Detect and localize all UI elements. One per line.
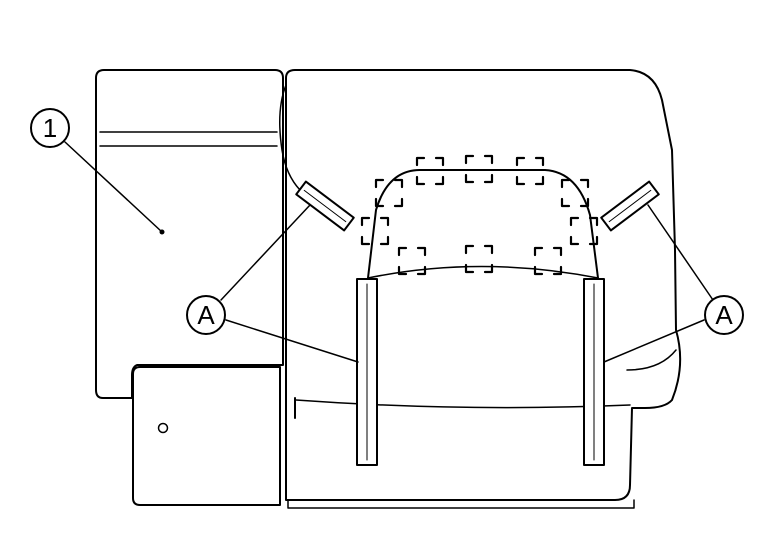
hidden-clip-marker <box>464 154 494 184</box>
hidden-clip-marker <box>560 178 590 208</box>
leader-line-a-left-upper <box>220 204 311 301</box>
left-panel-outline <box>95 69 284 399</box>
seat-cushion-outline <box>285 69 682 501</box>
leader-line-part-1 <box>64 141 163 233</box>
clip-strip-diagonal-left <box>295 180 355 232</box>
base-screw-hole <box>157 422 169 434</box>
cushion-bottom-trim <box>287 499 635 509</box>
clip-strip-diagonal-right <box>600 180 660 232</box>
callout-label-part-1: 1 <box>43 113 57 143</box>
callout-circle-a-right <box>704 295 744 335</box>
hidden-clip-marker <box>533 246 563 276</box>
leader-line-a-right-lower <box>603 319 705 363</box>
hidden-clip-markers <box>360 154 599 276</box>
hidden-clip-marker <box>415 156 445 186</box>
hidden-clip-marker <box>464 244 494 274</box>
clip-strip-vertical-right <box>583 278 605 466</box>
seat-pad-outline <box>367 169 599 279</box>
leader-line-a-right-upper <box>647 204 714 301</box>
cushion-front-seam <box>295 399 631 409</box>
callout-circle-part-1 <box>30 108 70 148</box>
cushion-left-edge-curve <box>279 84 301 191</box>
hidden-clip-marker <box>569 216 599 246</box>
hidden-clip-marker <box>360 216 390 246</box>
hidden-clip-marker <box>374 178 404 208</box>
clip-strip-vertical-left <box>356 278 378 466</box>
hidden-clip-marker <box>515 156 545 186</box>
seat-base-block <box>132 366 281 506</box>
callout-label-a-left: A <box>197 300 215 330</box>
hidden-clip-marker <box>397 246 427 276</box>
cushion-right-bolster <box>626 349 677 371</box>
seat-pad-front-seam <box>367 265 599 279</box>
callout-circle-a-left <box>186 295 226 335</box>
leader-line-a-left-lower <box>225 319 359 363</box>
callout-label-a-right: A <box>715 300 733 330</box>
